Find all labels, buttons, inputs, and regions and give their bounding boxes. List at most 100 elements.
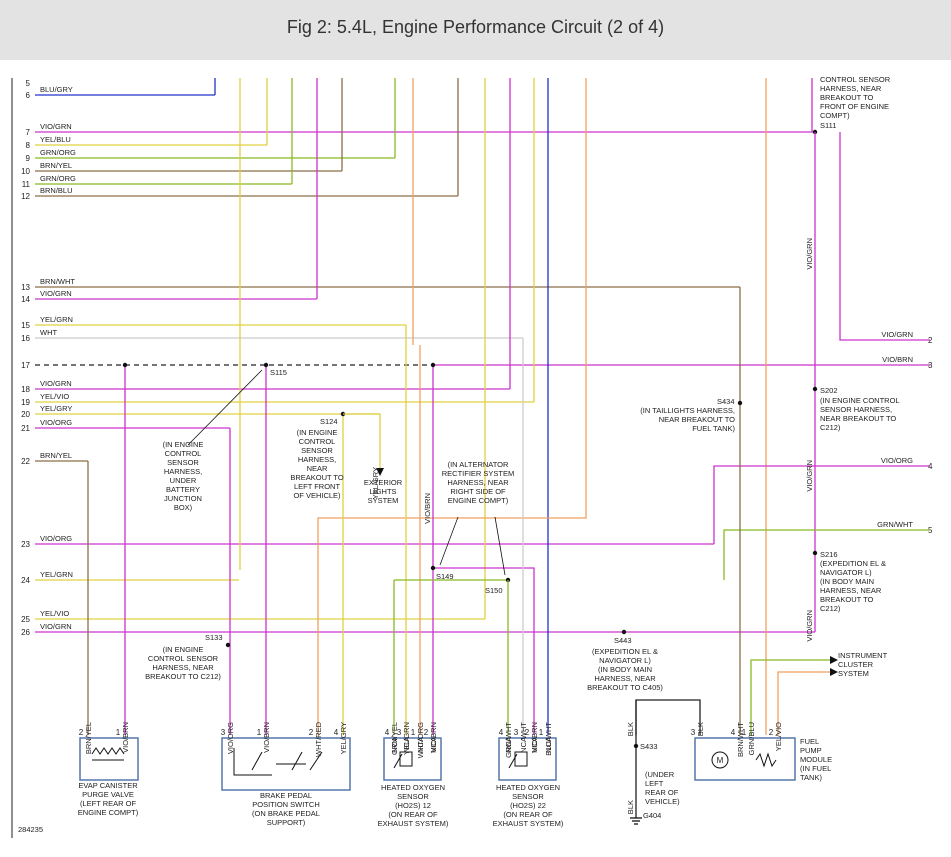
left-wire-label: YEL/GRN — [40, 570, 73, 579]
fuel-pump-pin-number: 2 — [769, 728, 774, 737]
note-s133: BREAKOUT TO C212) — [145, 672, 221, 681]
note-s115: JUNCTION — [164, 494, 202, 503]
note-s115: (IN ENGINE — [163, 440, 204, 449]
brake-wire-label: VIO/ORG — [226, 722, 235, 754]
note-s433: VEHICLE) — [645, 797, 680, 806]
ho2s22-wire-label: WHT — [519, 722, 528, 739]
left-pin-number: 26 — [21, 628, 30, 637]
fuel-pump-pin-number: 1 — [742, 728, 747, 737]
note-instrument-cluster: CLUSTER — [838, 660, 874, 669]
right-wire-label: GRN/WHT — [877, 520, 913, 529]
evap-wire-label: VIO/BRN — [121, 722, 130, 753]
left-pin-number: 10 — [21, 167, 30, 176]
figure-title: Fig 2: 5.4L, Engine Performance Circuit … — [286, 17, 665, 37]
note-s202: SENSOR HARNESS, — [820, 405, 892, 414]
o2-heater-symbol — [399, 751, 413, 767]
leader-s149 — [439, 516, 459, 566]
wire-wht-red-path — [317, 78, 587, 735]
brake-switch-contact — [309, 751, 323, 771]
wire-vio-grn-2 — [839, 132, 930, 341]
left-pin-number: 6 — [26, 91, 31, 100]
note-alternator: (IN ALTERNATOR — [448, 460, 509, 469]
ho2s22-wire-label: BLU/WHT — [544, 722, 553, 756]
left-pin-number: 14 — [21, 295, 30, 304]
left-wire-label: VIO/GRN — [40, 122, 72, 131]
caption-ho2s12: SENSOR — [397, 792, 429, 801]
right-pin-number: 3 — [928, 361, 933, 370]
left-pin-number: 25 — [21, 615, 30, 624]
right-wire-label: VIO/ORG — [881, 456, 913, 465]
caption-fuel-pump: MODULE — [800, 755, 832, 764]
caption-ho2s22: (ON REAR OF — [503, 810, 553, 819]
fuel-pump-motor-label: M — [717, 756, 724, 765]
splice-dot-s434 — [737, 400, 743, 406]
arrow-instrument-1 — [830, 656, 838, 664]
brake-wire-label: VIO/BRN — [262, 722, 271, 753]
vertical-wire-label: VIO/GRN — [805, 238, 814, 270]
splice-dot-evap — [122, 362, 128, 368]
note-top-right: COMPT) — [820, 111, 850, 120]
ho2s22-wire-label: VIO/BRN — [530, 722, 539, 753]
note-s443: (EXPEDITION EL & — [592, 647, 658, 656]
ho2s12-nca-label: NCA — [390, 737, 399, 753]
left-pin-number: 20 — [21, 410, 30, 419]
fuel-pump-wire-label: BLK — [696, 722, 705, 736]
ho2s12-nca-label: NCA — [402, 737, 411, 753]
left-wire-label: YEL/GRN — [40, 315, 73, 324]
note-s434: (IN TAILLIGHTS HARNESS, — [640, 406, 735, 415]
fuel-pump-wire-label: BRN/WHT — [736, 722, 745, 757]
caption-fuel-pump: PUMP — [800, 746, 822, 755]
splice-label-s443: S443 — [614, 636, 632, 645]
ground-wire-label: BLK — [626, 722, 635, 736]
left-wire-label: BRN/BLU — [40, 186, 73, 195]
note-s124: LEFT FRONT — [294, 482, 341, 491]
left-wire-label: VIO/GRN — [40, 622, 72, 631]
arrow-instrument-2 — [830, 668, 838, 676]
caption-fuel-pump: (IN FUEL — [800, 764, 831, 773]
caption-fuel-pump: FUEL — [800, 737, 819, 746]
left-wire-label: WHT — [40, 328, 57, 337]
o2-sensor-symbol — [393, 753, 403, 769]
note-s124: SENSOR — [301, 446, 333, 455]
caption-ho2s22: SENSOR — [512, 792, 544, 801]
note-s443: (IN BODY MAIN — [598, 665, 652, 674]
ho2s22-nca-label: NCA — [544, 737, 553, 753]
splice-label-s202: S202 — [820, 386, 838, 395]
ho2s12-wire-label: WHT/ORG — [416, 722, 425, 758]
note-s124: HARNESS, — [298, 455, 336, 464]
left-pin-number: 13 — [21, 283, 30, 292]
brake-switch-contact — [291, 751, 303, 771]
left-pin-number: 7 — [26, 128, 31, 137]
note-alternator: ENGINE COMPT) — [448, 496, 509, 505]
ho2s12-wire-label: VIO/BRN — [429, 722, 438, 753]
left-wire-label: GRN/ORG — [40, 174, 76, 183]
splice-label-s216: S216 — [820, 550, 838, 559]
caption-ho2s22: HEATED OXYGEN — [496, 783, 560, 792]
splice-label-s433: S433 — [640, 742, 658, 751]
fuel-pump-pin-number: 4 — [731, 728, 736, 737]
splice-dot-s133 — [225, 642, 231, 648]
ho2s12-wire-label: GRN/YEL — [390, 722, 399, 755]
caption-brake-switch: BRAKE PEDAL — [260, 791, 312, 800]
note-top-right: FRONT OF ENGINE — [820, 102, 889, 111]
note-s202: C212) — [820, 423, 841, 432]
left-pin-number: 15 — [21, 321, 30, 330]
caption-evap: EVAP CANISTER — [78, 781, 138, 790]
note-s443: NAVIGATOR L) — [599, 656, 651, 665]
left-pin-number: 21 — [21, 424, 30, 433]
fuel-pump-wire-label: YEL/VIO — [774, 722, 783, 751]
ho2s22-nca-label: NCA — [504, 737, 513, 753]
caption-brake-switch: POSITION SWITCH — [252, 800, 320, 809]
note-s124: NEAR — [307, 464, 328, 473]
left-pin-number: 16 — [21, 334, 30, 343]
note-s124: (IN ENGINE — [297, 428, 338, 437]
brake-pin-number: 3 — [221, 728, 226, 737]
left-pin-number: 5 — [26, 79, 31, 88]
arrow-to-exterior-lights — [376, 468, 384, 476]
right-pin-number: 5 — [928, 526, 933, 535]
ho2s22-pin-number: 1 — [539, 728, 544, 737]
splice-dot-17 — [430, 362, 436, 368]
brake-switch-contact — [251, 751, 263, 771]
left-wire-label: VIO/GRN — [40, 289, 72, 298]
note-alternator: HARNESS, NEAR — [447, 478, 509, 487]
